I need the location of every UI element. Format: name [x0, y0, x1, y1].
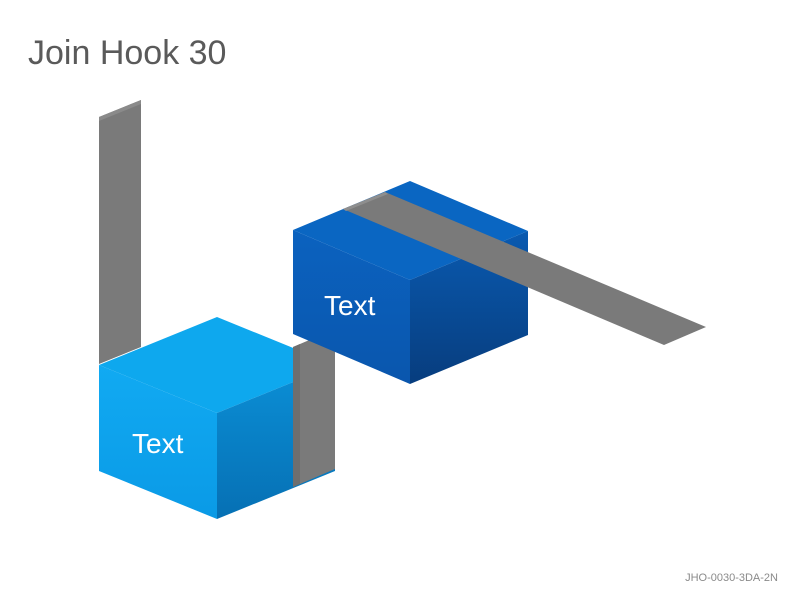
- connector-vertical-strip-edge: [99, 100, 141, 121]
- slide-code: JHO-0030-3DA-2N: [685, 572, 778, 584]
- connector-horizontal-strip-edge: [343, 192, 388, 211]
- box-1-label: Text: [132, 428, 184, 459]
- box-2-front: [293, 230, 410, 384]
- connector-horizontal-strip: [343, 192, 706, 345]
- slide-title: Join Hook 30: [28, 34, 227, 72]
- connector-middle-strip-shade: [293, 344, 300, 487]
- connector-vertical-strip: [99, 100, 141, 364]
- box-1-front: [99, 365, 217, 519]
- box-2-label: Text: [324, 290, 376, 321]
- connector-middle-strip: [293, 329, 335, 487]
